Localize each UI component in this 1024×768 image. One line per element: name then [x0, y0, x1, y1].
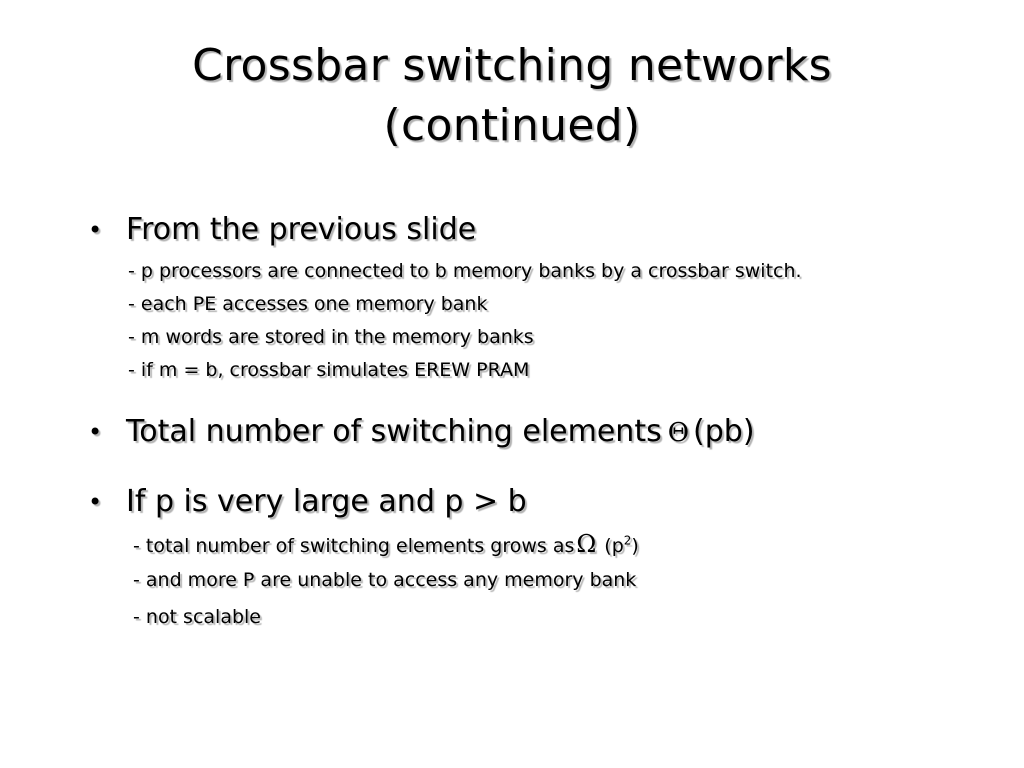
title-line-1: Crossbar switching networks: [192, 40, 832, 91]
bullet-text-suffix: (pb): [693, 414, 755, 449]
bullet-text: If p is very large and p > b: [126, 484, 527, 519]
sub-item: - if m = b, crossbar simulates EREW PRAM: [128, 359, 530, 381]
sub-item: - not scalable: [133, 606, 261, 628]
bullet-item-large-p: • If p is very large and p > b: [88, 484, 527, 520]
sub-item: - p processors are connected to b memory…: [128, 260, 802, 282]
bullet-item-previous-slide: • From the previous slide: [88, 212, 476, 248]
theta-symbol: Θ: [667, 418, 690, 448]
bullet-text: From the previous slide: [126, 212, 477, 247]
sub-item: - each PE accesses one memory bank: [128, 293, 488, 315]
bullet-text: Total number of switching elements: [126, 414, 662, 449]
exponent: 2: [623, 533, 632, 548]
bullet-dot: •: [88, 216, 103, 244]
sub-item: - m words are stored in the memory banks: [128, 326, 534, 348]
sub-item-close: ): [631, 535, 639, 557]
bullet-dot: •: [88, 418, 103, 446]
slide-title: Crossbar switching networks (continued): [0, 36, 1024, 156]
bullet-dot: •: [88, 488, 103, 516]
sub-item-text: - total number of switching elements gro…: [133, 535, 575, 557]
omega-symbol: Ω: [576, 530, 597, 558]
sub-item-open: (p: [604, 535, 624, 557]
sub-item: - and more P are unable to access any me…: [133, 569, 637, 591]
sub-item-growth: - total number of switching elements gro…: [133, 531, 639, 559]
title-line-2: (continued): [383, 100, 641, 151]
